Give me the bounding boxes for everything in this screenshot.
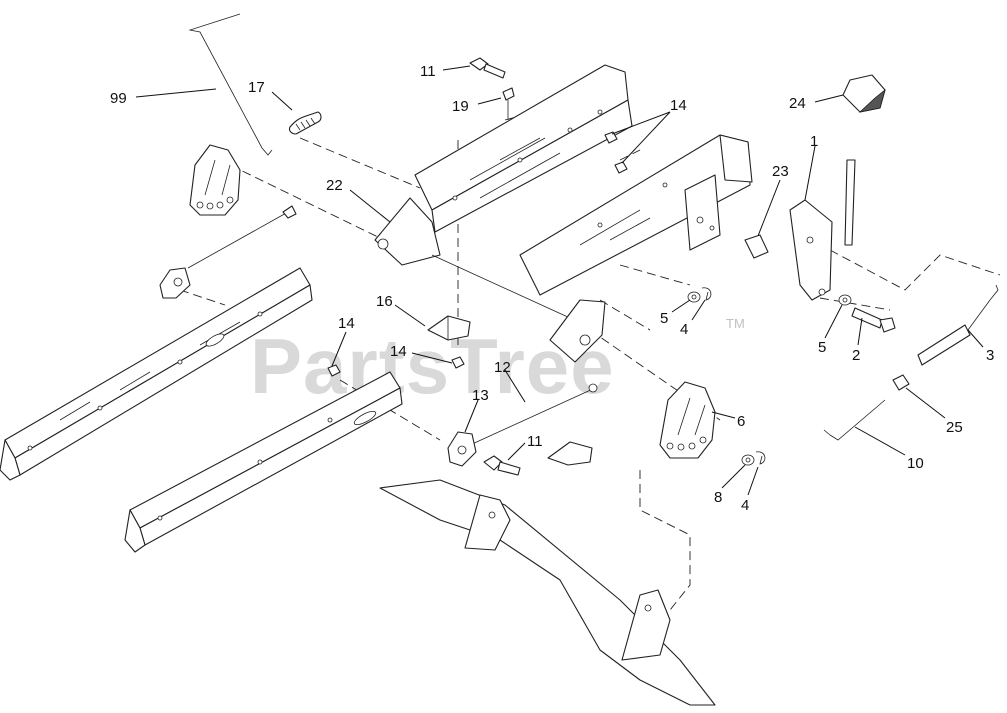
callout-16[interactable]: 16: [376, 293, 393, 310]
mower-deck-bracket: [379, 479, 716, 706]
callout-4-lower[interactable]: 4: [741, 497, 749, 514]
callout-5-right[interactable]: 5: [818, 339, 826, 356]
part-25-nut: [892, 374, 910, 391]
callout-11-lower[interactable]: 11: [527, 433, 543, 450]
part-17-spring: [288, 111, 322, 135]
part-19-stud: [502, 87, 515, 120]
callout-99[interactable]: 99: [110, 90, 127, 107]
callout-6[interactable]: 6: [737, 413, 745, 430]
callout-3[interactable]: 3: [986, 347, 994, 364]
lower-clamp: [547, 441, 593, 466]
washers-and-clips: [687, 287, 852, 466]
part-12-rod: [469, 383, 598, 446]
callout-14-left[interactable]: 14: [338, 315, 355, 332]
callout-12[interactable]: 12: [494, 359, 511, 376]
part-14-nuts: [327, 131, 628, 377]
part-6-bracket-lower: [659, 381, 716, 459]
callout-labels: 99 17 11 19 14 24 1 23 22 16 14 14 5 4 5…: [110, 63, 994, 514]
left-frame-rail-upper: [0, 267, 313, 481]
part-13-block: [447, 431, 477, 467]
part-99-rod: [188, 13, 273, 156]
callout-1[interactable]: 1: [810, 133, 818, 150]
callout-4-upper[interactable]: 4: [680, 321, 688, 338]
leader-lines: [135, 65, 984, 496]
part-3-linkage: [917, 284, 999, 366]
part-11-bolt-upper: [469, 57, 506, 79]
left-adjust-rod: [159, 205, 297, 299]
callout-17[interactable]: 17: [248, 79, 265, 96]
callout-23[interactable]: 23: [772, 163, 789, 180]
callout-25[interactable]: 25: [946, 419, 963, 436]
part-10-rod: [823, 399, 886, 441]
part-6-bracket-upper: [189, 144, 241, 216]
callout-19[interactable]: 19: [452, 98, 469, 115]
callout-14-upper[interactable]: 14: [670, 97, 687, 114]
part-22-lift-shaft: [374, 197, 606, 363]
part-24-knob: [842, 74, 886, 113]
callout-11-upper[interactable]: 11: [420, 63, 436, 80]
callout-5-upper[interactable]: 5: [660, 310, 668, 327]
part-16-clamp: [427, 315, 471, 341]
watermark-trademark: TM: [726, 316, 745, 331]
callout-14-middle[interactable]: 14: [390, 343, 407, 360]
part-23-spacer: [744, 234, 769, 259]
part-11-bolt-lower: [483, 455, 521, 476]
callout-22[interactable]: 22: [326, 177, 343, 194]
part-1-lift-lever: [789, 159, 856, 301]
callout-8[interactable]: 8: [714, 489, 722, 506]
part-2-bolt: [851, 307, 896, 333]
left-frame-rail-lower: [124, 371, 403, 553]
callout-24[interactable]: 24: [789, 95, 806, 112]
callout-10[interactable]: 10: [907, 455, 924, 472]
callout-2[interactable]: 2: [852, 347, 860, 364]
right-frame-member: [519, 134, 753, 296]
callout-13[interactable]: 13: [472, 387, 489, 404]
